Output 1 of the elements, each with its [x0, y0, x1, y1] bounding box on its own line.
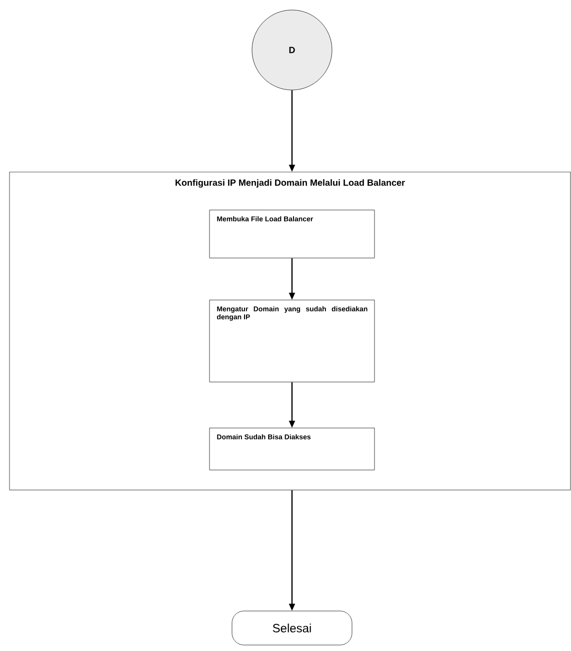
terminator: Selesai — [232, 610, 352, 646]
